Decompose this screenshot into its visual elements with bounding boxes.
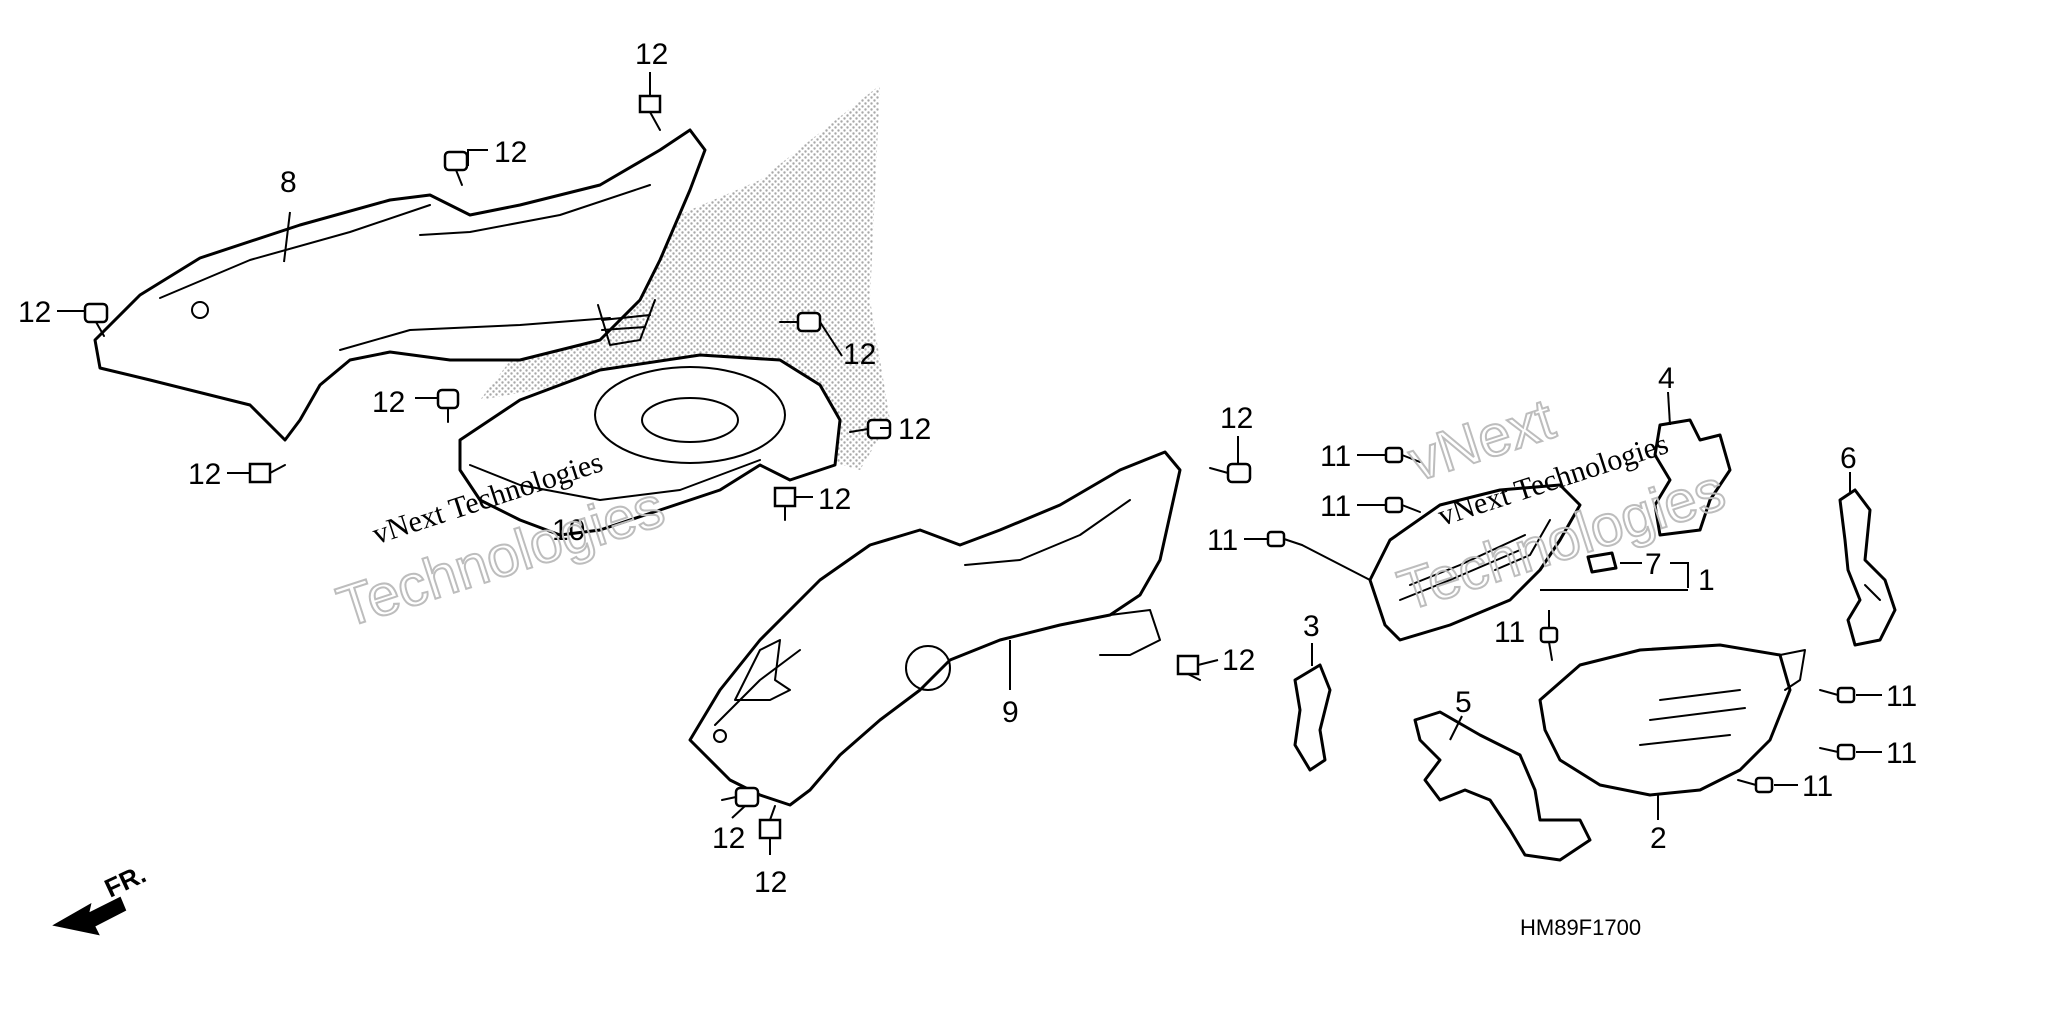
callout-4[interactable]: 4 [1658,362,1675,395]
muffler-protector-part-2[interactable] [1538,643,1806,797]
screw-11-f[interactable] [1819,743,1856,761]
callout-6[interactable]: 6 [1840,442,1857,475]
callout-5[interactable]: 5 [1455,686,1472,719]
front-marker-label: FR. [100,859,151,904]
callout-12-upper[interactable]: 12 [494,136,527,169]
clip-12-left[interactable] [83,302,109,337]
heat-guard-part-1[interactable] [1368,483,1582,642]
callout-11-c[interactable]: 11 [1207,524,1238,557]
stay-part-3[interactable] [1293,663,1332,772]
clip-12-center-left[interactable] [436,388,460,423]
callout-11-g[interactable]: 11 [1802,770,1833,803]
callout-8[interactable]: 8 [280,166,297,199]
screw-11-d[interactable] [1539,626,1559,661]
screw-11-g[interactable] [1737,776,1774,794]
bolt-12-top[interactable] [638,94,662,131]
screw-11-e[interactable] [1819,686,1856,704]
bolt-12-right-lower[interactable] [1176,654,1201,681]
callout-labels: 8 12 12 12 12 12 12 12 12 10 12 12 12 12… [18,38,1917,899]
clip-12-bottom-a[interactable] [721,786,760,808]
callout-10[interactable]: 10 [552,514,585,547]
screw-11-a[interactable] [1384,446,1421,464]
clip-12-right-top[interactable] [1209,462,1252,484]
callout-12-left[interactable]: 12 [18,296,51,329]
callout-2[interactable]: 2 [1650,822,1667,855]
bracket-part-4[interactable] [1653,418,1732,537]
screw-11-c[interactable] [1266,530,1303,548]
callout-12-center-left[interactable]: 12 [372,386,405,419]
leader-lines [57,72,1882,855]
callout-12-bottom-b[interactable]: 12 [754,866,787,899]
callout-12-right-lower[interactable]: 12 [1222,644,1255,677]
callout-12-top[interactable]: 12 [635,38,668,71]
center-cover-part-10[interactable] [458,353,842,537]
pad-part-7[interactable] [1586,551,1618,574]
callout-3[interactable]: 3 [1303,610,1320,643]
diagram-code: HM89F1700 [1520,915,1641,940]
callout-11-a[interactable]: 11 [1320,440,1351,473]
callout-12-bottom-a[interactable]: 12 [712,822,745,855]
stay-part-6[interactable] [1838,488,1897,647]
bolt-12-lower-left[interactable] [248,462,286,484]
clip-12-upper[interactable] [443,150,469,186]
callout-12-lower-left[interactable]: 12 [188,458,221,491]
callout-12-center-lower[interactable]: 12 [818,483,851,516]
callout-1[interactable]: 1 [1698,564,1715,597]
callout-12-center-right[interactable]: 12 [898,413,931,446]
callout-11-d[interactable]: 11 [1494,616,1525,649]
bracket-part-5[interactable] [1413,710,1592,862]
fasteners-11 [1266,446,1856,794]
side-cover-right-part-9[interactable] [688,450,1182,807]
bolt-12-center-lower[interactable] [773,486,797,521]
screw-11-b[interactable] [1384,496,1421,514]
side-cover-left-part-8[interactable] [93,128,707,442]
clip-12-center-right[interactable] [849,418,892,440]
front-arrow: FR. [52,859,151,936]
callout-12-center[interactable]: 12 [843,338,876,371]
callout-9[interactable]: 9 [1002,696,1019,729]
callout-7[interactable]: 7 [1645,548,1662,581]
callout-11-f[interactable]: 11 [1886,737,1917,770]
watermark-right: vNext Technologies vNext Technologies [1390,385,1734,624]
callout-11-e[interactable]: 11 [1886,680,1917,713]
bolt-12-bottom-b[interactable] [758,805,782,840]
callout-12-right-top[interactable]: 12 [1220,402,1253,435]
callout-11-b[interactable]: 11 [1320,490,1351,523]
